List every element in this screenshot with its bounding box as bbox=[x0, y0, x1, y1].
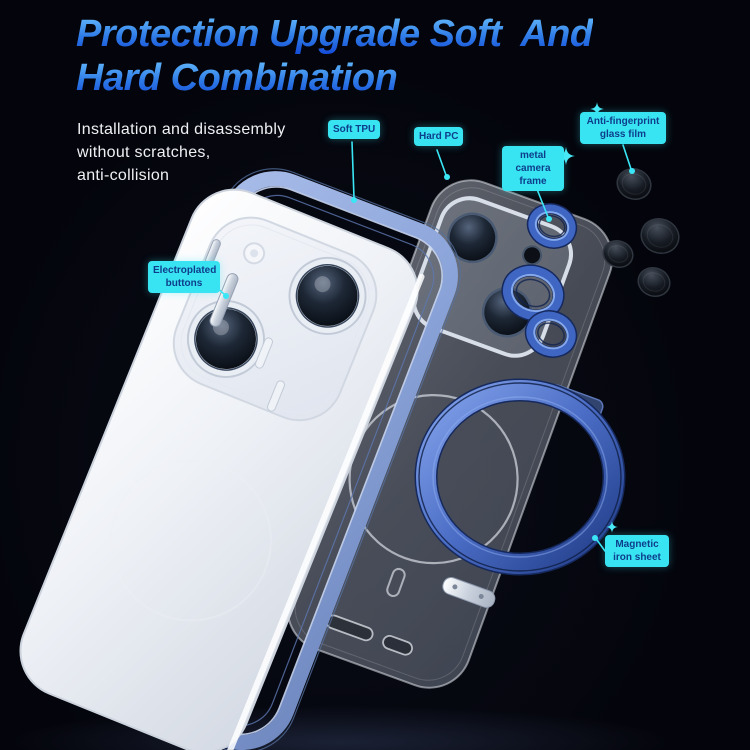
glass-film-icon bbox=[602, 240, 634, 268]
glass-film-icon bbox=[640, 218, 680, 254]
camera-lens-icon bbox=[288, 256, 367, 335]
leader-line bbox=[596, 539, 606, 552]
leader-line bbox=[436, 149, 447, 176]
callout-metal-camera-frame: metal camera frame bbox=[502, 146, 564, 191]
glass-film-icon bbox=[616, 168, 652, 200]
callout-electroplated-buttons: Electroplated buttons bbox=[148, 261, 220, 293]
sparkle-icon bbox=[557, 147, 575, 165]
title-line-2: Hard Combination bbox=[76, 56, 593, 100]
product-description: Installation and disassembly without scr… bbox=[77, 118, 286, 188]
hinge bbox=[442, 577, 496, 608]
callout-hard-pc: Hard PC bbox=[414, 127, 464, 146]
glass-films bbox=[602, 168, 680, 297]
page-title: Protection Upgrade Soft And Hard Combina… bbox=[76, 12, 593, 100]
camera-ring-icon bbox=[501, 264, 565, 322]
camera-ring-icon bbox=[526, 203, 578, 249]
description-line: Installation and disassembly bbox=[77, 121, 286, 138]
leader-line bbox=[351, 141, 355, 199]
callout-soft-tpu: Soft TPU bbox=[328, 120, 381, 139]
phone-illustration bbox=[19, 188, 425, 750]
camera-lens-icon bbox=[186, 299, 265, 378]
metal-camera-frame-rings bbox=[501, 203, 578, 358]
glass-film-icon bbox=[637, 267, 671, 297]
sparkles bbox=[557, 102, 618, 533]
callout-leader-lines bbox=[215, 141, 635, 552]
description-line: without scratches, bbox=[77, 144, 211, 162]
callout-anti-fingerprint-glass-film: Anti-fingerprint glass film bbox=[580, 112, 666, 144]
title-line-1: Protection Upgrade Soft And bbox=[76, 13, 593, 55]
callout-magnetic-iron-sheet: Magnetic iron sheet bbox=[605, 535, 669, 567]
leader-line bbox=[622, 144, 632, 170]
magnetic-ring-holder-illustration bbox=[414, 378, 626, 608]
camera-ring-icon bbox=[524, 310, 578, 358]
description-line: anti-collision bbox=[77, 167, 170, 185]
sparkle-icon bbox=[606, 521, 618, 533]
electroplated-buttons-illustration bbox=[205, 239, 285, 412]
sparkle-icon bbox=[590, 102, 604, 116]
